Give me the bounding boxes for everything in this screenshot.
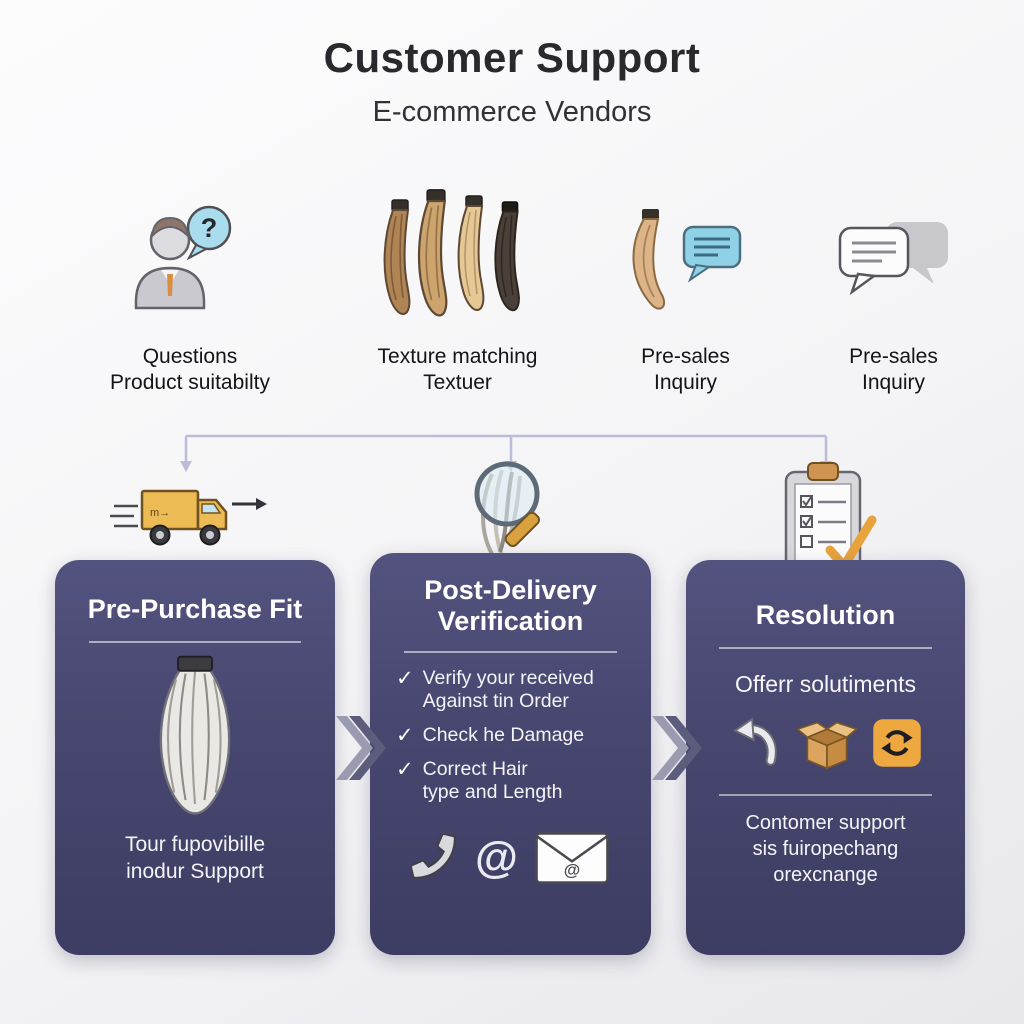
checklist-item: ✓ Verify your received Against tin Order [396, 667, 594, 713]
question-mark-glyph: ? [201, 213, 218, 243]
truck-label-text: m→ [150, 507, 170, 519]
chat-bubbles-icon [838, 222, 948, 296]
check-icon: ✓ [396, 723, 414, 747]
person-question-icon: ? [134, 205, 232, 310]
card-footer-text: Tour fupovibille inodur Support [124, 833, 266, 884]
package-box-icon [795, 721, 858, 770]
chevron-right-icon [652, 716, 702, 780]
contact-methods-row: @ @ [411, 831, 610, 885]
check-icon: ✓ [396, 667, 414, 691]
card-post-delivery-verification: Post-Delivery Verification ✓ Verify your… [370, 553, 651, 955]
divider [88, 641, 302, 644]
divider [403, 651, 618, 654]
card-title: Post-Delivery Verification [424, 575, 597, 637]
check-icon: ✓ [396, 758, 414, 782]
page-subtitle: E-commerce Vendors [372, 96, 652, 128]
verification-checklist: ✓ Verify your received Against tin Order… [370, 667, 651, 805]
checklist-item: ✓ Correct Hair type and Length [396, 758, 563, 804]
checklist-item: ✓ Check he Damage [396, 723, 585, 747]
return-arrow-icon [732, 717, 777, 766]
page-title: Customer Support [323, 34, 701, 81]
card-resolution: Resolution Offerr solutiments [686, 560, 965, 955]
exchange-icon [872, 719, 921, 767]
hair-speech-bubble-icon [632, 209, 742, 310]
envelope-at-glyph: @ [564, 861, 580, 880]
delivery-truck-icon: m→ [110, 489, 267, 546]
resolution-subtitle: Offerr solutiments [734, 671, 917, 698]
email-icon: @ [535, 832, 609, 884]
resolution-actions-row [729, 714, 923, 772]
hair-bundles-icon [383, 189, 520, 317]
top-label-presales-1: Pre-sales Inquiry [641, 345, 730, 395]
card-title: Resolution [755, 600, 896, 630]
magnifier-hair-icon [474, 461, 540, 557]
hair-bundle-illustration-icon [159, 655, 231, 815]
at-icon: @ [475, 832, 518, 882]
chevron-right-icon [336, 716, 386, 780]
top-label-texture: Texture matching Textuer [377, 345, 538, 395]
card-title: Pre-Purchase Fit [87, 594, 303, 624]
top-label-questions: Questions Product suitabilty [110, 345, 270, 395]
divider [719, 647, 932, 650]
card-footer-text: Contomer support sis fuiropechang orexcn… [745, 812, 906, 887]
divider [719, 794, 932, 797]
card-pre-purchase-fit: Pre-Purchase Fit Tour fupovibille inodur… [55, 560, 335, 955]
top-label-presales-2: Pre-sales Inquiry [849, 345, 938, 395]
phone-icon [411, 833, 456, 879]
